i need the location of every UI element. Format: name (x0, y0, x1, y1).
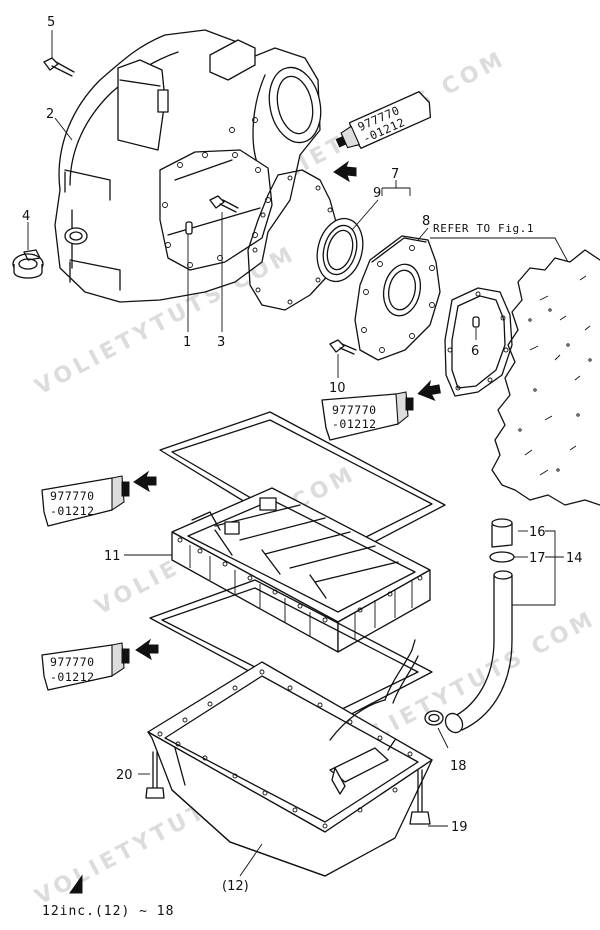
sealant-tube-top: 977770 -01212 (335, 91, 432, 149)
seal-case-8 (354, 235, 441, 361)
bolt-5 (43, 57, 75, 77)
svg-text:977770: 977770 (50, 655, 95, 669)
callout-7: 7 (391, 167, 399, 182)
callout-16: 16 (529, 525, 546, 540)
arrow-top (333, 160, 357, 183)
callout-4: 4 (22, 209, 30, 224)
callout-9: 9 (373, 186, 381, 201)
oil-seal-9 (316, 217, 364, 283)
bolt-10 (329, 339, 357, 355)
svg-text:977770: 977770 (50, 489, 95, 503)
oil-strainer (329, 739, 396, 795)
leader-lines (27, 30, 564, 877)
oil-pan-upper-11 (171, 487, 431, 653)
callout-1: 1 (183, 335, 191, 350)
bolt-3 (209, 195, 239, 213)
callout-10: 10 (329, 381, 346, 396)
callout-19: 19 (451, 820, 468, 835)
svg-text:-01212: -01212 (332, 417, 377, 431)
engine-block-reference (491, 249, 600, 506)
bolt-20 (145, 751, 165, 799)
callout-18: 18 (450, 759, 467, 774)
callout-8: 8 (422, 214, 430, 229)
arrow-4 (135, 638, 159, 661)
callout-numbers: 5 2 4 1 3 7 9 8 6 10 11 (12) 14 16 17 18… (22, 15, 583, 894)
plug-4 (12, 249, 44, 279)
callout-6: 6 (471, 344, 479, 359)
reference-note: REFER TO Fig.1 (430, 222, 569, 263)
callout-2: 2 (46, 107, 54, 122)
sealant-tube-2: 977770 -01212 (321, 391, 414, 441)
callout-17: 17 (529, 551, 546, 566)
seal-case-gasket-6 (444, 287, 513, 397)
callout-5: 5 (47, 15, 55, 30)
footnote-marker-icon (69, 874, 83, 894)
callout-3: 3 (217, 335, 225, 350)
sealant-tube-3: 977770 -01212 (41, 475, 130, 527)
svg-text:-01212: -01212 (50, 670, 95, 684)
oil-level-gauge-tube (329, 639, 419, 741)
oil-pan-12 (147, 661, 433, 877)
bolt-19 (409, 769, 431, 825)
breather-hose-14 (444, 518, 515, 734)
footnote: 12inc.(12) ~ 18 (42, 904, 174, 919)
svg-text:-01212: -01212 (50, 504, 95, 518)
callout-11: 11 (104, 549, 121, 564)
arrow-3 (133, 470, 157, 493)
callout-12: (12) (222, 879, 249, 894)
callout-20: 20 (116, 768, 133, 783)
svg-text:977770: 977770 (332, 403, 377, 417)
dowel-pin-1 (185, 221, 193, 235)
arrow-2 (417, 379, 441, 401)
hose-clamp-18 (424, 710, 444, 726)
callout-14: 14 (566, 551, 583, 566)
sealant-tube-4: 977770 -01212 (41, 642, 130, 691)
svg-text:REFER TO Fig.1: REFER TO Fig.1 (433, 222, 534, 235)
